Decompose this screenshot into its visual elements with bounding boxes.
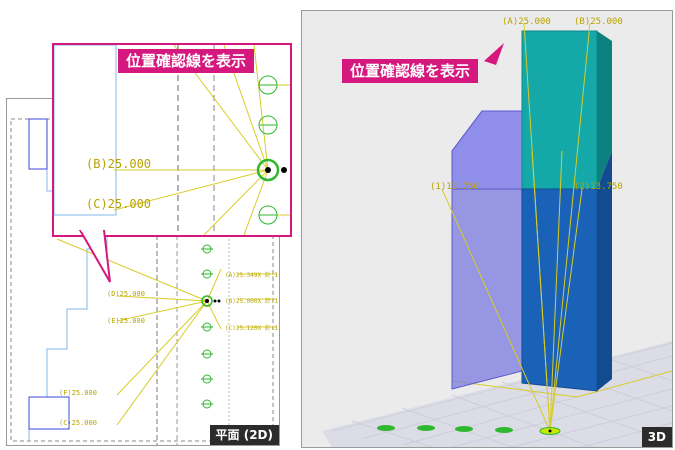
zoom-callout-pointer: [78, 230, 111, 283]
zoom-label-c: (C)25.000: [86, 197, 152, 211]
plan-view-tag: 平面 (2D): [209, 425, 279, 445]
plan-label-e: (E)25.000: [107, 317, 145, 325]
plan-drawing: [10, 99, 277, 445]
view3d-label-1: (1)13.750: [430, 182, 479, 192]
zoom-drawing: [54, 45, 290, 235]
view3d-callout-label: 位置確認線を表示: [342, 59, 479, 83]
plan-row-label-3: (C)25.120X 計:1: [225, 325, 278, 332]
view-3d[interactable]: (A)25.000 (B)25.000 (1)13.750 (2)13.750 …: [301, 10, 673, 448]
zoom-callout: (B)25.000 (C)25.000 位置確認線を表示: [52, 43, 292, 237]
plan-row-label-1: (A)25.349X 計:1: [225, 272, 278, 279]
plan-label-c: (C)25.000: [59, 419, 97, 427]
plan-label-f: (F)25.000: [59, 389, 97, 397]
view3d-label-2: (2)13.750: [574, 182, 623, 192]
zoom-callout-label: 位置確認線を表示: [118, 49, 255, 73]
view3d-tag: 3D: [641, 427, 672, 447]
plan-row-label-2: (B)25.000X 計:1: [225, 298, 278, 305]
view3d-drawing: [322, 22, 672, 447]
view3d-label-a: (A)25.000: [502, 17, 551, 27]
view3d-label-b: (B)25.000: [574, 17, 623, 27]
zoom-label-b: (B)25.000: [86, 157, 152, 171]
plan-label-d: (D)25.000: [107, 290, 145, 298]
view3d-callout-pointer: [484, 43, 504, 65]
